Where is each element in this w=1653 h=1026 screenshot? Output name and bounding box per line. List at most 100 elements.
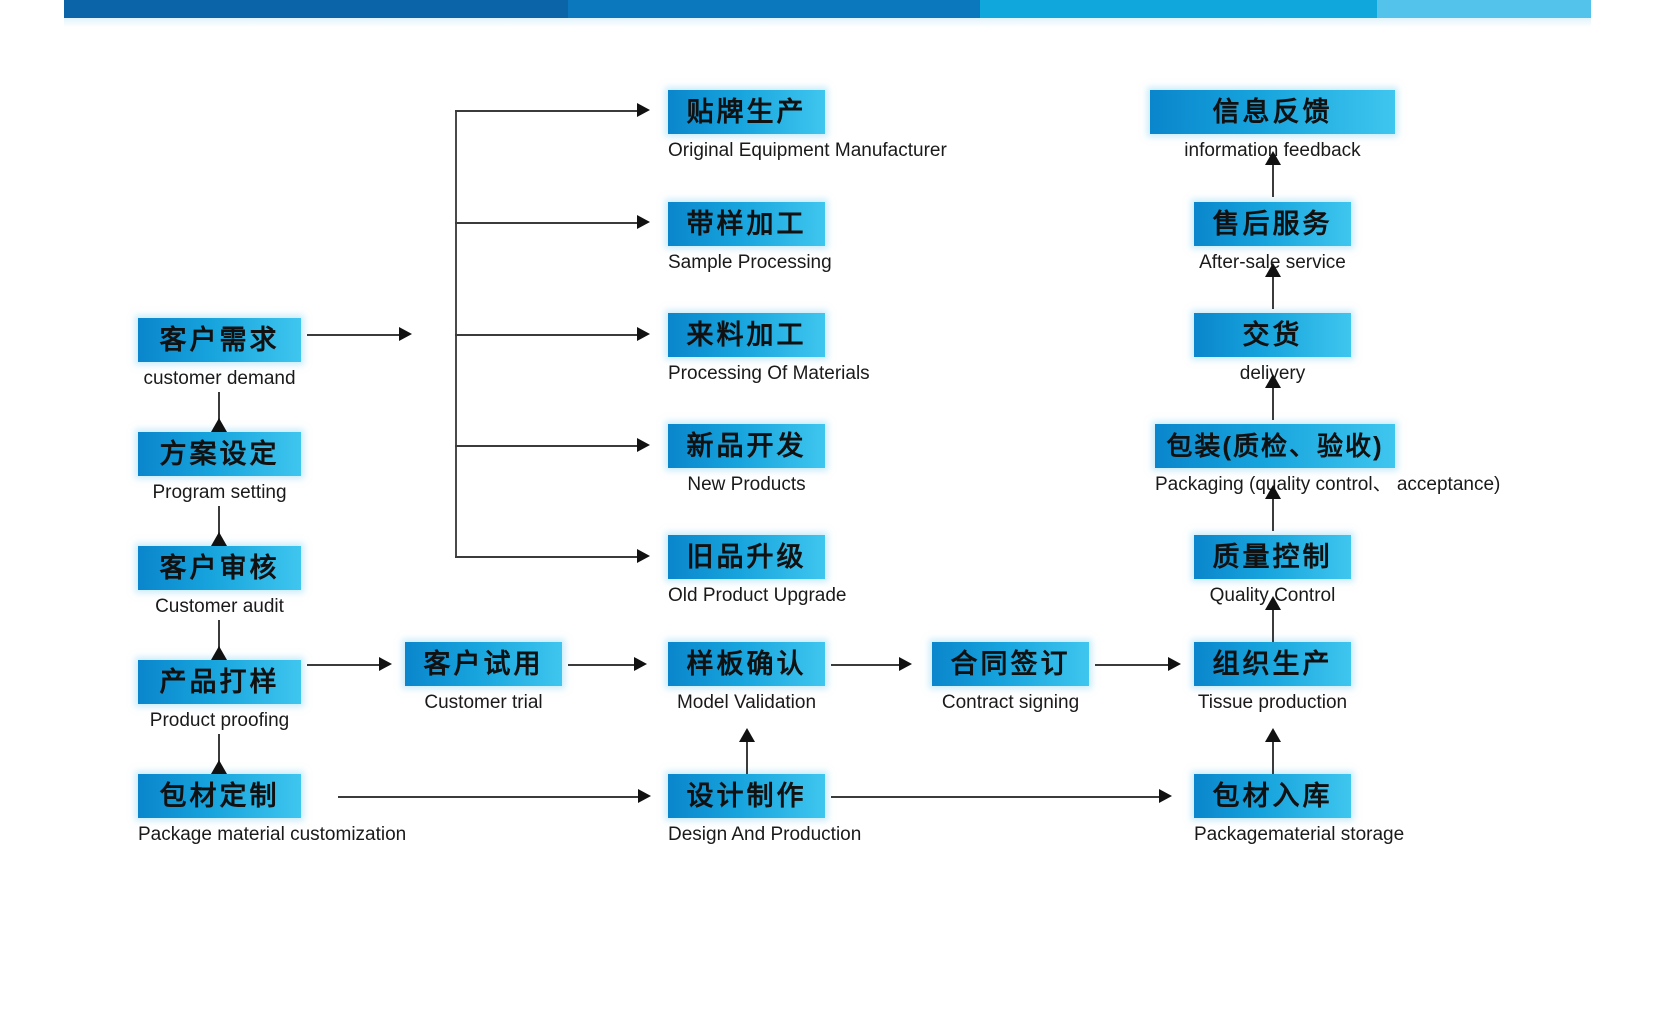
connector-quality-to-packaging xyxy=(1272,497,1274,531)
connector-bus-to-sample xyxy=(455,222,642,224)
node-design-production-label-en: Design And Production xyxy=(668,824,862,845)
connector-trial-to-validation xyxy=(568,664,638,666)
connector-bus-to-oem xyxy=(455,110,642,112)
connector-audit-to-proofing xyxy=(218,620,220,650)
node-after-sale-label-en: After-sale service xyxy=(1199,252,1346,273)
node-oem-label-cn: 贴牌生产 xyxy=(668,90,825,134)
node-info-feedback-label-en: information feedback xyxy=(1184,140,1361,161)
node-sample-processing-label-cn: 带样加工 xyxy=(668,202,825,246)
node-old-product-upgrade-label-cn: 旧品升级 xyxy=(668,535,825,579)
top-bar-segment-4 xyxy=(1377,0,1591,18)
node-after-sale-label-cn: 售后服务 xyxy=(1194,202,1351,246)
node-oem-label-en: Original Equipment Manufacturer xyxy=(668,140,947,161)
decorative-top-bar xyxy=(64,0,1591,18)
connector-design-to-storage xyxy=(831,796,1164,798)
node-new-products-label-cn: 新品开发 xyxy=(668,424,825,468)
arrowhead-packaging-to-delivery xyxy=(1265,374,1281,388)
arrowhead-demand-to-bus xyxy=(399,327,412,341)
node-quality-control-label-en: Quality Control xyxy=(1209,585,1336,606)
arrowhead-bus-to-new-products xyxy=(637,438,650,452)
connector-packaging-to-delivery xyxy=(1272,386,1274,420)
arrowhead-design-to-storage xyxy=(1159,789,1172,803)
node-program-setting[interactable]: 方案设定 Program setting xyxy=(138,432,301,504)
connector-production-to-quality xyxy=(1272,608,1274,642)
connector-proofing-to-package xyxy=(218,734,220,764)
node-customer-demand-label-cn: 客户需求 xyxy=(138,318,301,362)
node-sample-processing[interactable]: 带样加工 Sample Processing xyxy=(668,202,832,274)
connector-aftersale-to-feedback xyxy=(1272,163,1274,197)
node-design-production[interactable]: 设计制作 Design And Production xyxy=(668,774,862,846)
arrowhead-bus-to-material xyxy=(637,327,650,341)
node-package-storage[interactable]: 包材入库 Packagematerial storage xyxy=(1194,774,1405,846)
node-customer-trial[interactable]: 客户试用 Customer trial xyxy=(405,642,562,714)
node-info-feedback[interactable]: 信息反馈 information feedback xyxy=(1150,90,1395,162)
connector-storage-to-production xyxy=(1272,740,1274,774)
node-customer-audit[interactable]: 客户审核 Customer audit xyxy=(138,546,301,618)
top-bar-fade xyxy=(64,18,1591,27)
node-package-customization-label-cn: 包材定制 xyxy=(138,774,301,818)
node-program-setting-label-cn: 方案设定 xyxy=(138,432,301,476)
connector-bus-to-new-products xyxy=(455,445,642,447)
node-product-proofing-label-en: Product proofing xyxy=(149,710,290,731)
node-contract-signing-label-cn: 合同签订 xyxy=(932,642,1089,686)
node-after-sale-service[interactable]: 售后服务 After-sale service xyxy=(1194,202,1351,274)
connector-proofing-to-trial xyxy=(307,664,384,666)
node-package-customization-label-en: Package material customization xyxy=(138,824,407,845)
node-customer-demand-label-en: customer demand xyxy=(143,368,296,389)
node-model-validation[interactable]: 样板确认 Model Validation xyxy=(668,642,825,714)
node-delivery[interactable]: 交货 delivery xyxy=(1194,313,1351,385)
arrowhead-proofing-to-trial xyxy=(379,657,392,671)
node-quality-control[interactable]: 质量控制 Quality Control xyxy=(1194,535,1351,607)
node-new-products[interactable]: 新品开发 New Products xyxy=(668,424,825,496)
node-info-feedback-label-cn: 信息反馈 xyxy=(1150,90,1395,134)
node-model-validation-label-cn: 样板确认 xyxy=(668,642,825,686)
arrowhead-production-to-quality xyxy=(1265,596,1281,610)
node-product-proofing[interactable]: 产品打样 Product proofing xyxy=(138,660,301,732)
node-customer-demand[interactable]: 客户需求 customer demand xyxy=(138,318,301,390)
arrowhead-delivery-to-aftersale xyxy=(1265,263,1281,277)
node-package-storage-label-en: Packagematerial storage xyxy=(1194,824,1405,845)
node-product-proofing-label-cn: 产品打样 xyxy=(138,660,301,704)
connector-contract-to-production xyxy=(1095,664,1173,666)
arrowhead-audit-to-proofing xyxy=(211,646,227,660)
node-quality-control-label-cn: 质量控制 xyxy=(1194,535,1351,579)
node-tissue-production-label-cn: 组织生产 xyxy=(1194,642,1351,686)
node-contract-signing[interactable]: 合同签订 Contract signing xyxy=(932,642,1089,714)
arrowhead-program-to-audit xyxy=(211,532,227,546)
node-oem[interactable]: 贴牌生产 Original Equipment Manufacturer xyxy=(668,90,947,162)
node-packaging-label-cn: 包装(质检、验收) xyxy=(1155,424,1395,468)
connector-validation-to-contract xyxy=(831,664,903,666)
connector-bus-to-old-upgrade xyxy=(455,556,642,558)
node-model-validation-label-en: Model Validation xyxy=(676,692,817,713)
arrowhead-aftersale-to-feedback xyxy=(1265,151,1281,165)
node-packaging[interactable]: 包装(质检、验收) Packaging (quality control、 ac… xyxy=(1155,424,1501,496)
arrowhead-quality-to-packaging xyxy=(1265,485,1281,499)
node-sample-processing-label-en: Sample Processing xyxy=(668,252,832,273)
connector-design-to-validation xyxy=(746,740,748,774)
arrowhead-storage-to-production xyxy=(1265,728,1281,742)
connector-bus-to-material xyxy=(455,334,642,336)
arrowhead-bus-to-sample xyxy=(637,215,650,229)
node-material-processing[interactable]: 来料加工 Processing Of Materials xyxy=(668,313,870,385)
top-bar-segment-1 xyxy=(64,0,568,18)
arrowhead-proofing-to-package xyxy=(211,760,227,774)
node-tissue-production-label-en: Tissue production xyxy=(1197,692,1348,713)
node-delivery-label-en: delivery xyxy=(1239,363,1306,384)
node-package-customization[interactable]: 包材定制 Package material customization xyxy=(138,774,407,846)
arrowhead-bus-to-oem xyxy=(637,103,650,117)
arrowhead-bus-to-old-upgrade xyxy=(637,549,650,563)
connector-program-to-audit xyxy=(218,506,220,536)
node-customer-trial-label-cn: 客户试用 xyxy=(405,642,562,686)
node-program-setting-label-en: Program setting xyxy=(152,482,287,503)
node-package-storage-label-cn: 包材入库 xyxy=(1194,774,1351,818)
node-packaging-label-en: Packaging (quality control、 acceptance) xyxy=(1155,474,1501,495)
node-delivery-label-cn: 交货 xyxy=(1194,313,1351,357)
connector-demand-to-program xyxy=(218,392,220,422)
arrowhead-design-to-validation xyxy=(739,728,755,742)
node-old-product-upgrade[interactable]: 旧品升级 Old Product Upgrade xyxy=(668,535,847,607)
node-material-processing-label-cn: 来料加工 xyxy=(668,313,825,357)
arrowhead-demand-to-program xyxy=(211,418,227,432)
node-tissue-production[interactable]: 组织生产 Tissue production xyxy=(1194,642,1351,714)
top-bar-segment-3 xyxy=(980,0,1378,18)
